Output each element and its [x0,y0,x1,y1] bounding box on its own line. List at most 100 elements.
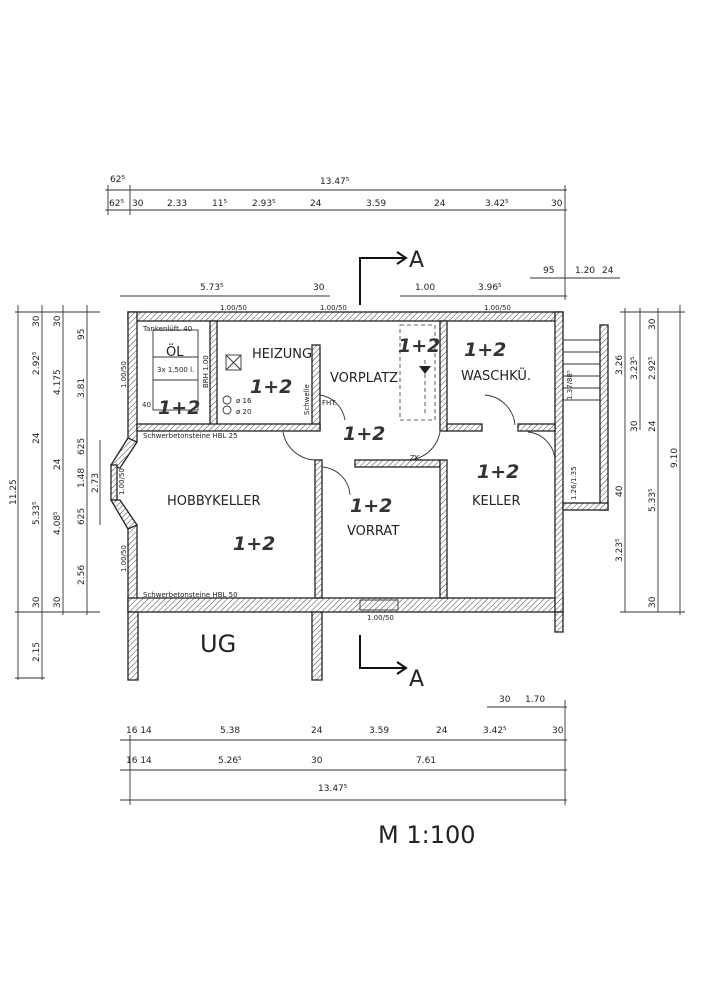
dimension-lines [15,185,685,805]
dim-text: 5.33⁵ [32,501,42,525]
dim-text: 30 [53,315,63,327]
window-label: 1.26/1.35 [570,466,578,500]
zk-label: ZK. [410,454,422,462]
dim-text: 3.59 [369,726,389,736]
dim-text: 95 [543,266,554,276]
dim-text: 16 14 [126,726,152,736]
section-label-bottom: A [409,667,424,692]
hand-mark: 1+2 [250,376,292,398]
phi20-label: ø 20 [236,408,251,416]
dim-text: 4.175 [53,369,63,395]
hand-mark: 1+2 [158,397,200,419]
dim-text: 24 [53,458,63,470]
dim-text: 2.73 [91,473,101,493]
dim-text: 11⁵ [212,199,227,209]
section-marker-top: A [359,248,424,305]
phi16-label: ø 16 [236,397,252,405]
window-label: 1.37/88⁵ [566,370,574,400]
dim-text: 95 [77,329,87,340]
dim-text: 30 [552,726,564,736]
dim-text: 625 [77,438,87,455]
dim-text: 4.08⁵ [53,511,63,535]
dim-text: 13.47⁵ [320,177,350,187]
dim-text: 24 [32,432,42,444]
stair-arrow-icon [419,366,431,374]
dim-text: 30 [630,420,640,432]
dim-text: 30 [32,315,42,327]
dim-text: 30 [648,596,658,608]
dim-text: 1.70 [525,695,545,705]
vorplatz-label: VORPLATZ [330,371,398,386]
hobbykeller-label: HOBBYKELLER [167,494,261,509]
dim-text: 5.33⁵ [648,488,658,512]
window-label: 1.00/50 [367,614,394,622]
dim-text: 3.81 [77,378,87,398]
dim-text: 30 [648,318,658,330]
scale-label: M 1:100 [378,821,476,849]
dim-text: 1.20 [575,266,595,276]
oel-tank-label: 3x 1.500 l. [157,366,194,374]
dim-text: 2.93⁵ [252,199,276,209]
dim-text: 3.23⁵ [630,356,640,380]
floor-label: UG [200,630,236,658]
dim-text: 62⁵ [110,175,125,185]
dim-text: 30 [32,596,42,608]
dim-text: 5.38 [220,726,240,736]
brh-label: BRH 1.00 [202,355,210,388]
dim-text: 3.96⁵ [478,283,502,293]
dim-text: 1.00 [415,283,435,293]
window-label: 1.00/50 [120,545,128,572]
dim-text: 11.25 [9,479,19,505]
dim-text: 2.92⁵ [32,351,42,375]
stair-treads [399,324,600,421]
vorrat-label: VORRAT [347,524,399,539]
section-marker-bottom: A [359,635,424,692]
dim-text: 30 [311,756,323,766]
dim-text: 2.33 [167,199,187,209]
dim-text: 9.10 [670,448,680,468]
dim-text: 40 [615,485,625,497]
hand-mark: 1+2 [350,495,392,517]
window-label: 1.00/50 [320,304,347,312]
dim-text: 625 [77,508,87,525]
dim-text: 3.42⁵ [485,199,509,209]
window-label: 1.00/50 [118,468,126,495]
hand-mark: 1+2 [233,533,275,555]
dim-text: 3.59 [366,199,386,209]
dim-text: 24 [434,199,446,209]
schwelle-label: Schwelle [303,384,311,415]
wall-note-hbl50: Schwerbetonsteine HBL 50 [143,591,238,599]
dim-text: 13.47⁵ [318,784,348,794]
heizung-label: HEIZUNG [252,347,312,362]
walls [109,311,609,681]
dim-text: 3.26 [615,355,625,375]
dim-text: 7.61 [416,756,436,766]
handwritten-marks: 1+2 1+2 1+2 1+2 1+2 1+2 1+2 1+2 [158,335,519,555]
hand-mark: 1+2 [464,339,506,361]
keller-label: KELLER [472,494,520,509]
dim-text: 24 [436,726,448,736]
dim-text: 3.42⁵ [483,726,507,736]
doors [152,329,556,611]
dim-text: 30 [132,199,144,209]
dimension-texts: 13.47⁵ 62⁵ 62⁵ 30 2.33 11⁵ 2.93⁵ 24 3.59… [9,175,680,794]
dim-text: 2.56 [77,565,87,585]
section-label-top: A [409,248,424,273]
room-labels: Tankenlüft. 40 ÖL 3x 1.500 l. 40 BRH 1.0… [142,325,531,849]
dim-text: 30 [551,199,563,209]
dim-text: 30 [313,283,325,293]
oel-label: ÖL [166,343,184,360]
hand-mark: 1+2 [343,423,385,445]
dim-text: 16 14 [126,756,152,766]
oel-vent-label: Tankenlüft. 40 [142,325,192,333]
dim-text: 2.92⁵ [648,356,658,380]
fht-label: FHT. [322,399,337,407]
dim-text: 24 [648,420,658,432]
dim-text: 24 [602,266,614,276]
hand-mark: 1+2 [398,335,440,357]
dim-text: 30 [499,695,511,705]
dim-text: 62⁵ [109,199,124,209]
dim-text: 1.48 [77,468,87,488]
hand-mark: 1+2 [477,461,519,483]
